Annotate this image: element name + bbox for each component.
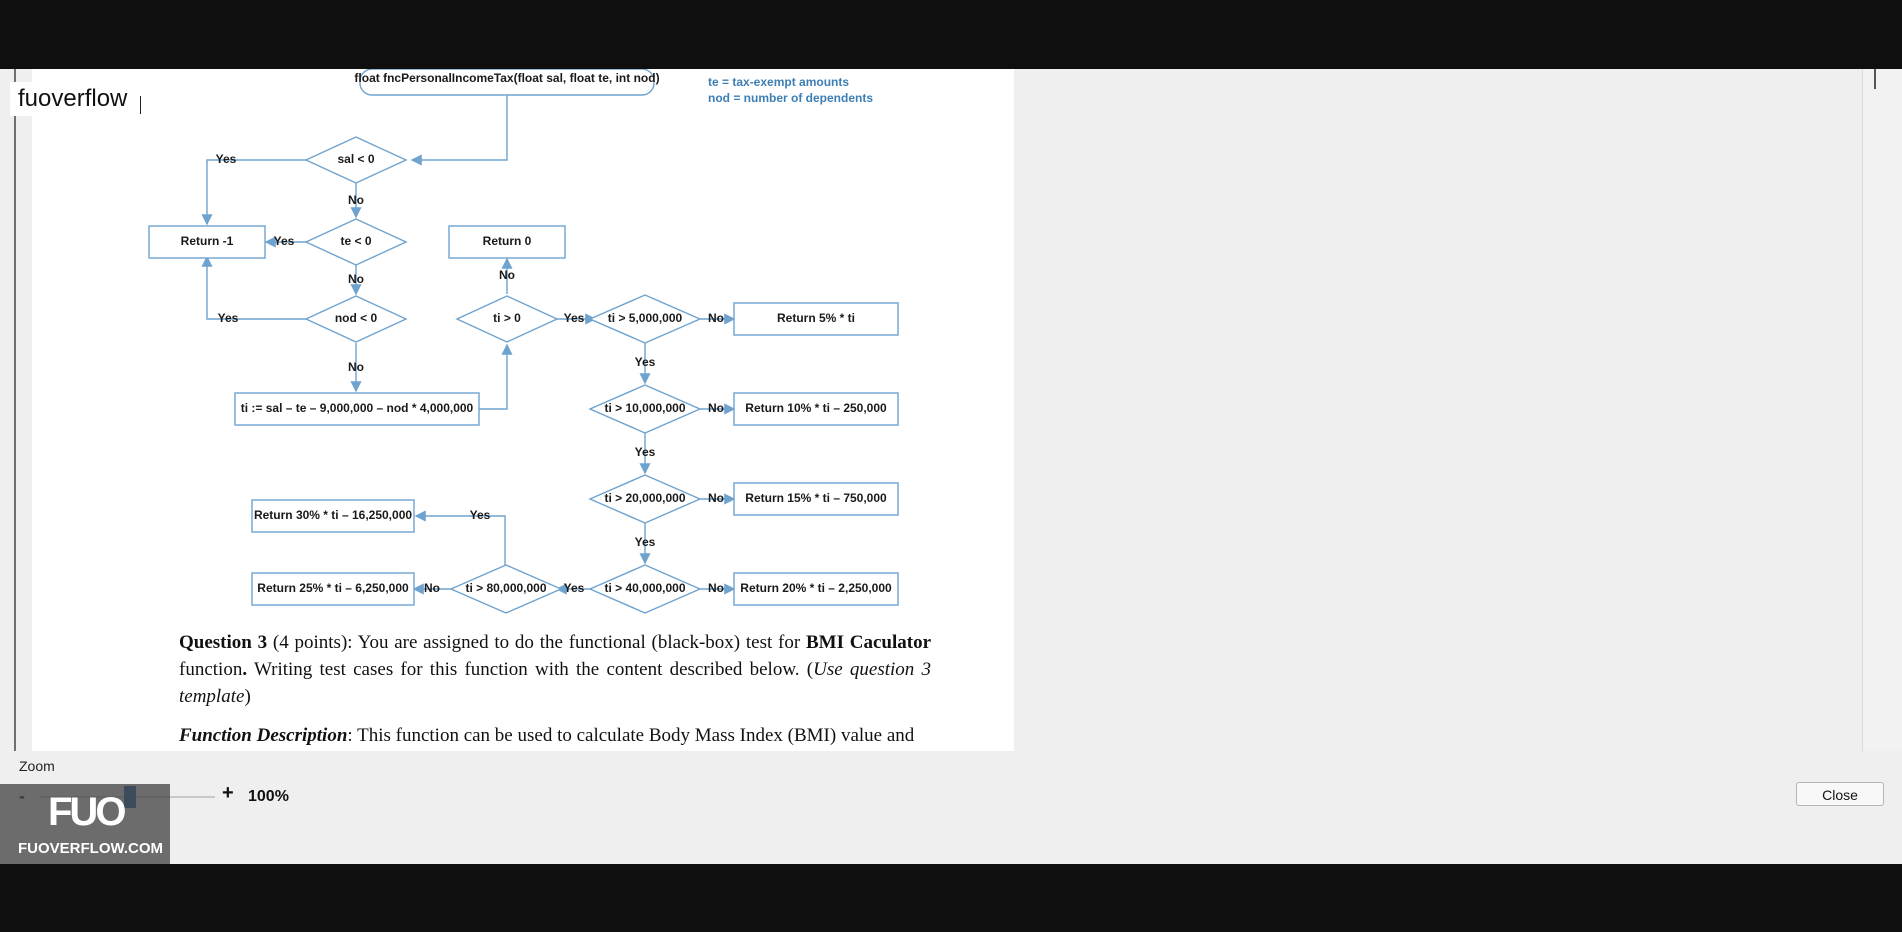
scrollbar-thumb[interactable]: [1874, 69, 1876, 89]
question-3-paragraph: Question 3 (4 points): You are assigned …: [179, 632, 932, 707]
zoom-in-button[interactable]: +: [222, 782, 234, 804]
connector: [201, 159, 308, 226]
return-0-box: [448, 225, 566, 259]
decision-5m-text: ti > 5,000,000: [608, 311, 683, 325]
return-20-text: Return 20% * ti – 2,250,000: [740, 581, 892, 595]
zoom-label: Zoom: [19, 758, 55, 774]
return-30-text: Return 30% * ti – 16,250,000: [254, 508, 412, 522]
label-no: No: [708, 401, 724, 415]
return-20-box: [733, 572, 899, 606]
function-header-text: float fncPersonalIncomeTax(float sal, fl…: [354, 71, 659, 85]
zoom-value: 100%: [248, 788, 289, 805]
function-description-text: : This function can be used to calculate…: [347, 725, 915, 746]
label-yes: Yes: [635, 445, 656, 459]
label-yes: Yes: [635, 535, 656, 549]
label-yes: Yes: [216, 152, 237, 166]
watermark-logo-mark: FUO: [48, 790, 126, 834]
label-no: No: [708, 491, 724, 505]
top-black-bar: [0, 0, 1902, 69]
return-25-text: Return 25% * ti – 6,250,000: [257, 581, 409, 595]
watermark-text: FUOVERFLOW.COM: [18, 840, 163, 857]
label-no: No: [348, 272, 364, 286]
decision-nod: [304, 295, 408, 343]
question-3-label: Question 3: [179, 632, 268, 653]
app-title: fuoverflow: [10, 82, 136, 116]
question-3-function: function: [179, 659, 243, 680]
return-neg1-text: Return -1: [181, 234, 234, 248]
text-cursor: [140, 96, 141, 114]
return-15-box: [733, 482, 899, 516]
connector: [414, 510, 506, 565]
ti-assign-box: [234, 392, 480, 426]
label-no: No: [348, 360, 364, 374]
label-yes: Yes: [635, 355, 656, 369]
legend-nod: nod = number of dependents: [708, 91, 873, 105]
flowchart: float fncPersonalIncomeTax(float sal, fl…: [148, 69, 899, 614]
ti-assign-text: ti := sal – te – 9,000,000 – nod * 4,000…: [241, 401, 474, 415]
return-0-text: Return 0: [483, 234, 532, 248]
decision-ti-positive: [455, 295, 559, 343]
decision-80m: [449, 564, 563, 614]
bottom-black-bar: [0, 864, 1902, 932]
vertical-scrollbar[interactable]: [1862, 69, 1902, 751]
decision-40m-text: ti > 40,000,000: [604, 581, 685, 595]
question-3-italic: Use question 3 template: [179, 659, 931, 707]
label-no: No: [708, 581, 724, 595]
decision-40m: [588, 564, 702, 614]
return-25-box: [251, 572, 415, 606]
label-no: No: [424, 581, 440, 595]
question-3-close: ): [244, 686, 251, 707]
watermark-logo: [0, 784, 170, 864]
connector: [479, 343, 513, 410]
return-neg1-box: [148, 225, 266, 259]
decision-20m-text: ti > 20,000,000: [604, 491, 685, 505]
decision-10m: [588, 384, 702, 434]
label-yes: Yes: [218, 311, 239, 325]
legend-te: te = tax-exempt amounts: [708, 75, 849, 89]
label-yes: Yes: [564, 311, 585, 325]
decision-sal-text: sal < 0: [337, 152, 374, 166]
connector: [201, 255, 308, 320]
return-5-box: [733, 302, 899, 336]
left-border-line: [14, 69, 16, 751]
close-button[interactable]: Close: [1796, 782, 1884, 806]
return-5-text: Return 5% * ti: [777, 311, 855, 325]
question-3-points: (4 points): You are assigned to do the f…: [272, 632, 801, 653]
decision-5m: [588, 294, 702, 344]
connector: [410, 95, 508, 166]
decision-80m-text: ti > 80,000,000: [465, 581, 546, 595]
label-yes: Yes: [274, 234, 295, 248]
label-no: No: [708, 311, 724, 325]
decision-sal: [304, 136, 408, 184]
decision-ti0-text: ti > 0: [493, 311, 521, 325]
function-header-box: [359, 69, 655, 96]
return-15-text: Return 15% * ti – 750,000: [745, 491, 887, 505]
decision-te: [304, 218, 408, 266]
return-10-box: [733, 392, 899, 426]
label-no: No: [348, 193, 364, 207]
function-description-label: Function Description: [179, 725, 348, 746]
return-10-text: Return 10% * ti – 250,000: [745, 401, 887, 415]
question-3-bold: BMI Caculator: [805, 632, 932, 653]
decision-te-text: te < 0: [340, 234, 371, 248]
label-yes: Yes: [564, 581, 585, 595]
return-30-box: [251, 499, 415, 533]
document-page: float fncPersonalIncomeTax(float sal, fl…: [32, 69, 1014, 751]
decision-20m: [588, 474, 702, 524]
decision-nod-text: nod < 0: [335, 311, 378, 325]
function-description-paragraph: Function Description: This function can …: [179, 722, 931, 749]
label-yes: Yes: [470, 508, 491, 522]
question-3-rest: Writing test cases for this function wit…: [253, 659, 814, 680]
label-no: No: [499, 268, 515, 282]
decision-10m-text: ti > 10,000,000: [604, 401, 685, 415]
